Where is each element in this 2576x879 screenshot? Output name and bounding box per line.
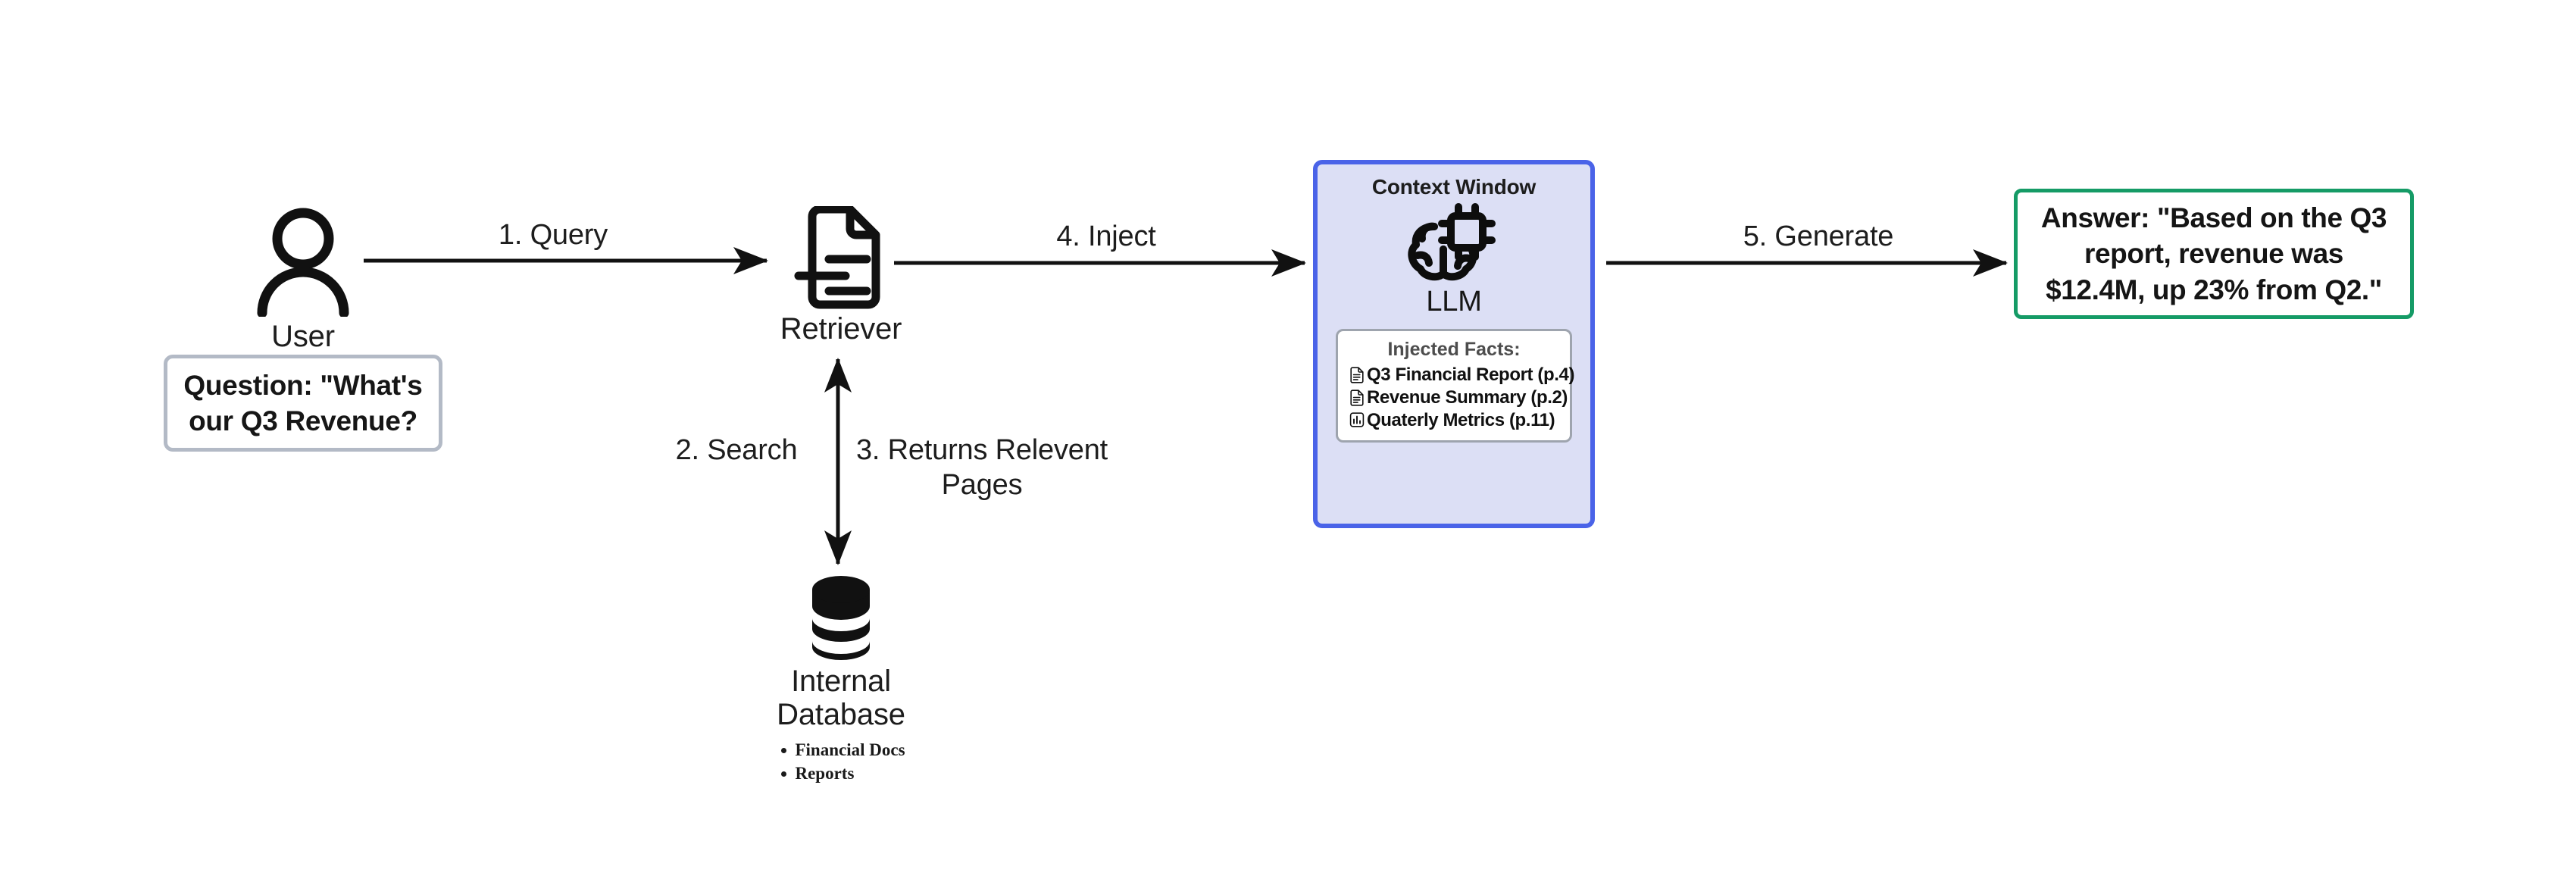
node-user-label: User [271,320,335,353]
injected-fact-item: Quaterly Metrics (p.11) [1344,409,1564,432]
brain-chip-icon [1404,202,1504,284]
node-retriever-label: Retriever [780,312,902,346]
edge-label-inject: 4. Inject [1056,221,1156,252]
node-retriever: Retriever [773,205,909,346]
node-internal-database-label: Internal Database [777,665,905,731]
edge-label-search: 2. Search [675,434,798,466]
bar-chart-icon [1349,411,1365,428]
list-item: Financial Docs [777,739,905,762]
database-cylinder-icon [758,574,924,664]
context-window-box: Context Window [1313,160,1595,528]
injected-facts-box: Injected Facts: Q3 Financial Report (p.4… [1336,329,1574,443]
document-icon [1349,367,1365,383]
injected-fact-item: Revenue Summary (p.2) [1344,386,1568,409]
node-internal-database: Internal Database Financial Docs Reports [758,574,924,785]
injected-fact-label: Revenue Summary (p.2) [1367,386,1568,408]
edge-label-generate: 5. Generate [1743,221,1894,252]
question-callout-box: Question: "What's our Q3 Revenue? [164,355,442,452]
question-callout-text: Question: "What's our Q3 Revenue? [183,369,423,436]
injected-fact-label: Q3 Financial Report (p.4) [1367,364,1575,385]
list-item: Reports [777,762,905,785]
edge-label-returns: 3. Returns Relevent Pages [855,434,1108,501]
injected-fact-label: Quaterly Metrics (p.11) [1367,409,1555,430]
answer-box: Answer: "Based on the Q3 report, revenue… [2014,189,2414,319]
node-user: User [242,203,364,354]
edge-label-query: 1. Query [498,219,608,251]
database-bullet-list: Financial Docs Reports [777,739,905,785]
user-icon [242,203,364,318]
context-window-title: Context Window [1371,175,1537,199]
llm-label: LLM [1426,286,1482,318]
answer-text: Answer: "Based on the Q3 report, revenue… [2040,202,2387,305]
document-icon [1349,389,1365,406]
injected-fact-item: Q3 Financial Report (p.4) [1344,364,1574,386]
document-lines-icon [773,205,909,312]
injected-facts-title: Injected Facts: [1387,339,1521,360]
